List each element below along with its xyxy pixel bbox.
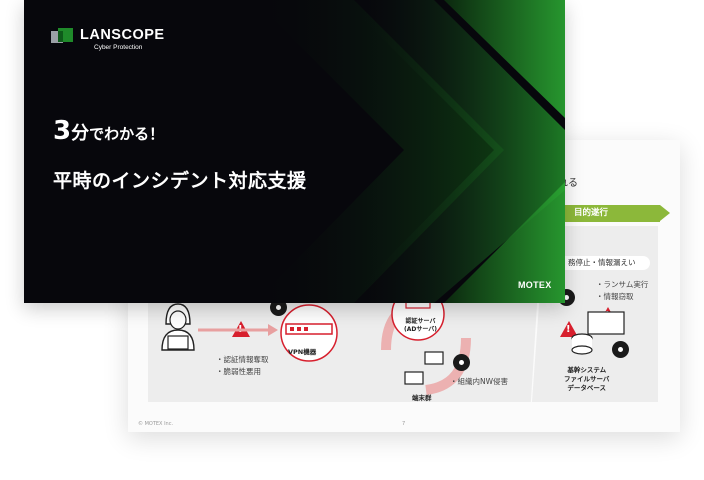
phase-banner-arrow xyxy=(660,205,670,221)
attacker-note-2: ・脆弱性悪用 xyxy=(216,367,261,376)
brand-logo: MOTEX xyxy=(518,280,552,290)
cover-slide: LANSCOPE Cyber Protection 3分でわかる！ 平時のインシ… xyxy=(24,0,565,303)
malware-gear-icon xyxy=(455,356,468,369)
internal-note: ・組織内NW侵害 xyxy=(450,377,509,386)
footer-page-number: 7 xyxy=(402,421,406,427)
vpn-device-icon xyxy=(280,304,338,362)
malware-gear-icon xyxy=(272,301,285,314)
auth-server-icon xyxy=(391,294,445,341)
logo-name: LANSCOPE xyxy=(80,27,165,43)
vpn-label: VPN機器 xyxy=(288,348,317,356)
warning-icon xyxy=(560,321,578,337)
attacker-icon xyxy=(161,303,195,351)
terminal-icons xyxy=(404,351,444,385)
auth-server-label: 認証サーバ(ADサーバ) xyxy=(404,318,438,333)
footer-copyright: © MOTEX Inc. xyxy=(138,421,174,427)
logo-subtitle: Cyber Protection xyxy=(94,44,143,51)
title-line-2: 平時のインシデント対応支援 xyxy=(53,170,307,192)
objective-note-2: ・情報窃取 xyxy=(596,292,634,301)
green-chevron-graphic xyxy=(254,0,565,303)
phase-banner: 目的遂行 xyxy=(556,205,660,222)
malware-gear-icon xyxy=(614,343,627,356)
title-rest: でわかる！ xyxy=(89,125,165,143)
title-unit: 分 xyxy=(71,123,90,144)
objective-note-1: ・ランサム実行 xyxy=(596,280,649,289)
back-slide-heading: れる xyxy=(558,178,578,189)
impact-pill: 務停止・情報漏えい xyxy=(546,256,650,270)
attacker-note-1: ・認証情報奪取 xyxy=(216,355,269,364)
title-line-1: 3分でわかる！ xyxy=(53,116,164,146)
title-number: 3 xyxy=(53,116,72,146)
lanscope-logo-icon xyxy=(51,28,73,43)
server-database-icon xyxy=(571,311,625,355)
terminals-label: 端末群 xyxy=(412,394,432,402)
core-system-label: 基幹システムファイルサーバデータベース xyxy=(564,366,610,392)
attack-arrow xyxy=(198,324,278,336)
